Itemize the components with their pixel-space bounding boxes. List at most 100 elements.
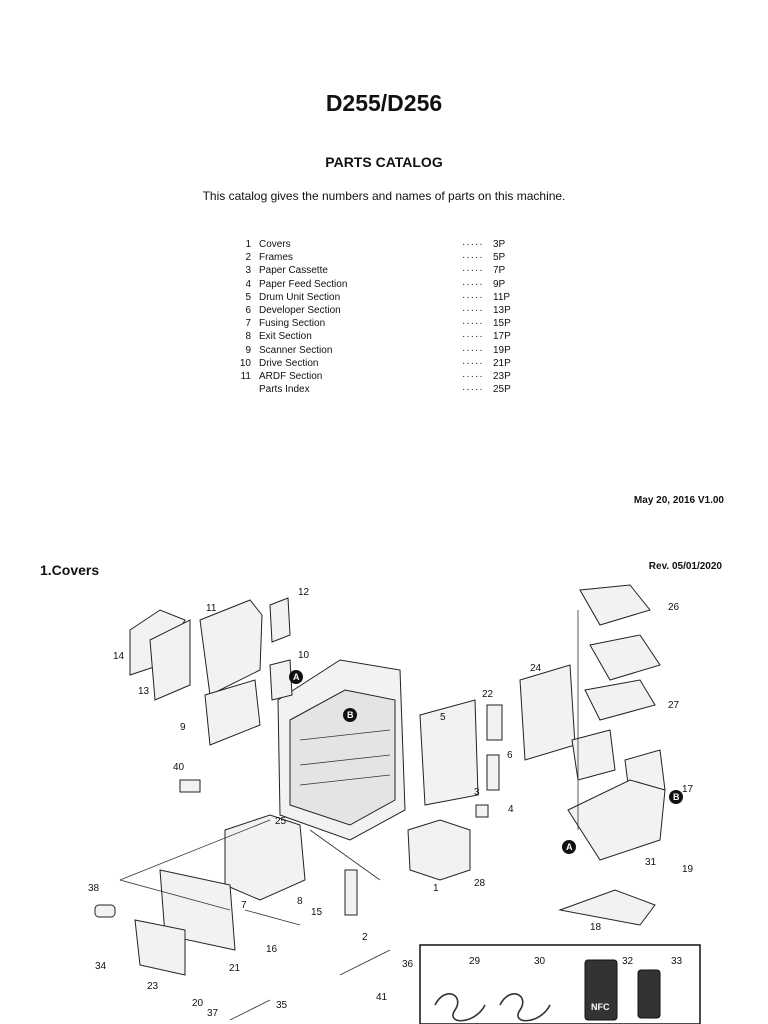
part-callout-number: 1: [433, 883, 439, 894]
part-callout-number: 11: [206, 603, 217, 614]
front-cover-panels: [407, 699, 503, 881]
part-callout-number: 30: [534, 956, 546, 967]
part-callout-number: 36: [402, 959, 414, 970]
left-cover-panels: [129, 597, 293, 793]
part-callout-number: 40: [173, 762, 185, 773]
toc-page-number: 25P: [493, 384, 511, 396]
toc-leader-dots: ·····: [462, 370, 484, 382]
toc-number: 7: [245, 318, 251, 330]
toc-page-number: 15P: [493, 318, 511, 330]
right-side-parts: [519, 584, 666, 926]
toc-section-name: Drum Unit Section: [259, 291, 341, 303]
toc-number: 11: [240, 370, 251, 382]
toc-page-number: 11P: [493, 291, 511, 303]
toc-section-name: Paper Feed Section: [259, 278, 348, 290]
catalog-subtitle: PARTS CATALOG: [325, 154, 443, 170]
part-callout-number: 34: [95, 961, 107, 972]
section-title: 1.Covers: [40, 562, 100, 578]
part-callout-number: 15: [311, 907, 323, 918]
toc-page-number: 9P: [493, 278, 506, 290]
part-callout-number: 22: [482, 689, 494, 700]
part-callout-number: 28: [474, 878, 486, 889]
toc-page-number: 17P: [493, 331, 511, 343]
part-callout-number: 8: [297, 896, 303, 907]
toc-number: 6: [245, 304, 251, 316]
catalog-date: May 20, 2016 V1.00: [633, 495, 724, 506]
part-callout-number: 21: [229, 963, 241, 974]
part-callout-number: 33: [671, 956, 683, 967]
part-callout-number: 19: [682, 864, 694, 875]
reference-badge: [562, 840, 576, 854]
toc-section-name: Drive Section: [259, 357, 319, 369]
reference-badge-letter: B: [347, 710, 354, 720]
part-callout-number: 27: [668, 700, 680, 711]
part-callout-number: 24: [530, 663, 542, 674]
nfc-label: NFC: [591, 1002, 610, 1012]
toc-number: 2: [245, 252, 251, 264]
lower-left-parts: [94, 814, 391, 1021]
toc-section-name: ARDF Section: [259, 370, 323, 382]
toc-row: 11 ARDF Section ····· 23P: [236, 370, 536, 383]
toc-number: 10: [239, 357, 251, 369]
part-callout-number: 26: [668, 602, 680, 613]
reference-badge-letter: A: [566, 842, 573, 852]
machine-frame: [277, 659, 406, 841]
toc-section-name: Exit Section: [259, 331, 312, 343]
part-callout-number: 31: [645, 857, 657, 868]
part-callout-number: 5: [440, 712, 446, 723]
toc-leader-dots: ·····: [462, 265, 484, 277]
toc-section-name: Frames: [259, 252, 293, 264]
part-callout-number: 35: [276, 1000, 288, 1011]
toc-section-name: Parts Index: [259, 384, 310, 396]
part-callout-number: 9: [180, 722, 186, 733]
toc-leader-dots: ·····: [462, 384, 484, 396]
part-callout-number: 32: [622, 956, 634, 967]
part-callout-number: 23: [147, 981, 159, 992]
toc-leader-dots: ·····: [462, 357, 484, 369]
toc-leader-dots: ·····: [462, 291, 484, 303]
toc-leader-dots: ·····: [462, 318, 484, 330]
catalog-title: D255/D256: [325, 90, 443, 116]
toc-leader-dots: ·····: [462, 304, 484, 316]
toc-page-number: 7P: [493, 265, 506, 277]
toc-page-number: 19P: [493, 344, 511, 356]
part-callout-number: 18: [590, 922, 602, 933]
reference-badge: [669, 790, 683, 804]
accessories-box: [419, 944, 701, 1024]
toc-number: 9: [245, 344, 251, 356]
revision-date: Rev. 05/01/2020: [648, 561, 722, 572]
part-callout-number: 20: [192, 998, 204, 1009]
reference-badge: [343, 708, 357, 722]
toc-page-number: 3P: [493, 239, 506, 250]
toc-page-number: 23P: [493, 370, 511, 382]
toc-row: 7 Fusing Section ····· 15P: [236, 317, 536, 330]
toc-number: 1: [245, 239, 251, 250]
toc-leader-dots: ·····: [462, 239, 484, 250]
toc-number: 3: [245, 265, 251, 277]
reference-badge: [289, 670, 303, 684]
toc-section-name: Developer Section: [259, 304, 341, 316]
catalog-intro: This catalog gives the numbers and names…: [202, 189, 566, 203]
part-callout-number: 2: [362, 932, 368, 943]
part-callout-number: 17: [682, 784, 694, 795]
part-callout-number: 25: [275, 816, 287, 827]
toc-number: 5: [245, 291, 251, 303]
part-callout-number: 14: [113, 651, 125, 662]
part-callout-number: 16: [266, 944, 278, 955]
toc-section-name: Fusing Section: [259, 318, 326, 330]
toc-section-name: Paper Cassette: [259, 265, 328, 277]
part-callout-number: 29: [469, 956, 481, 967]
part-callout-number: 4: [508, 804, 514, 815]
part-callout-number: 13: [138, 686, 150, 697]
toc-leader-dots: ·····: [462, 344, 484, 356]
part-callout-number: 10: [298, 650, 310, 661]
part-callout-number: 12: [298, 587, 310, 598]
toc-leader-dots: ·····: [462, 278, 484, 290]
